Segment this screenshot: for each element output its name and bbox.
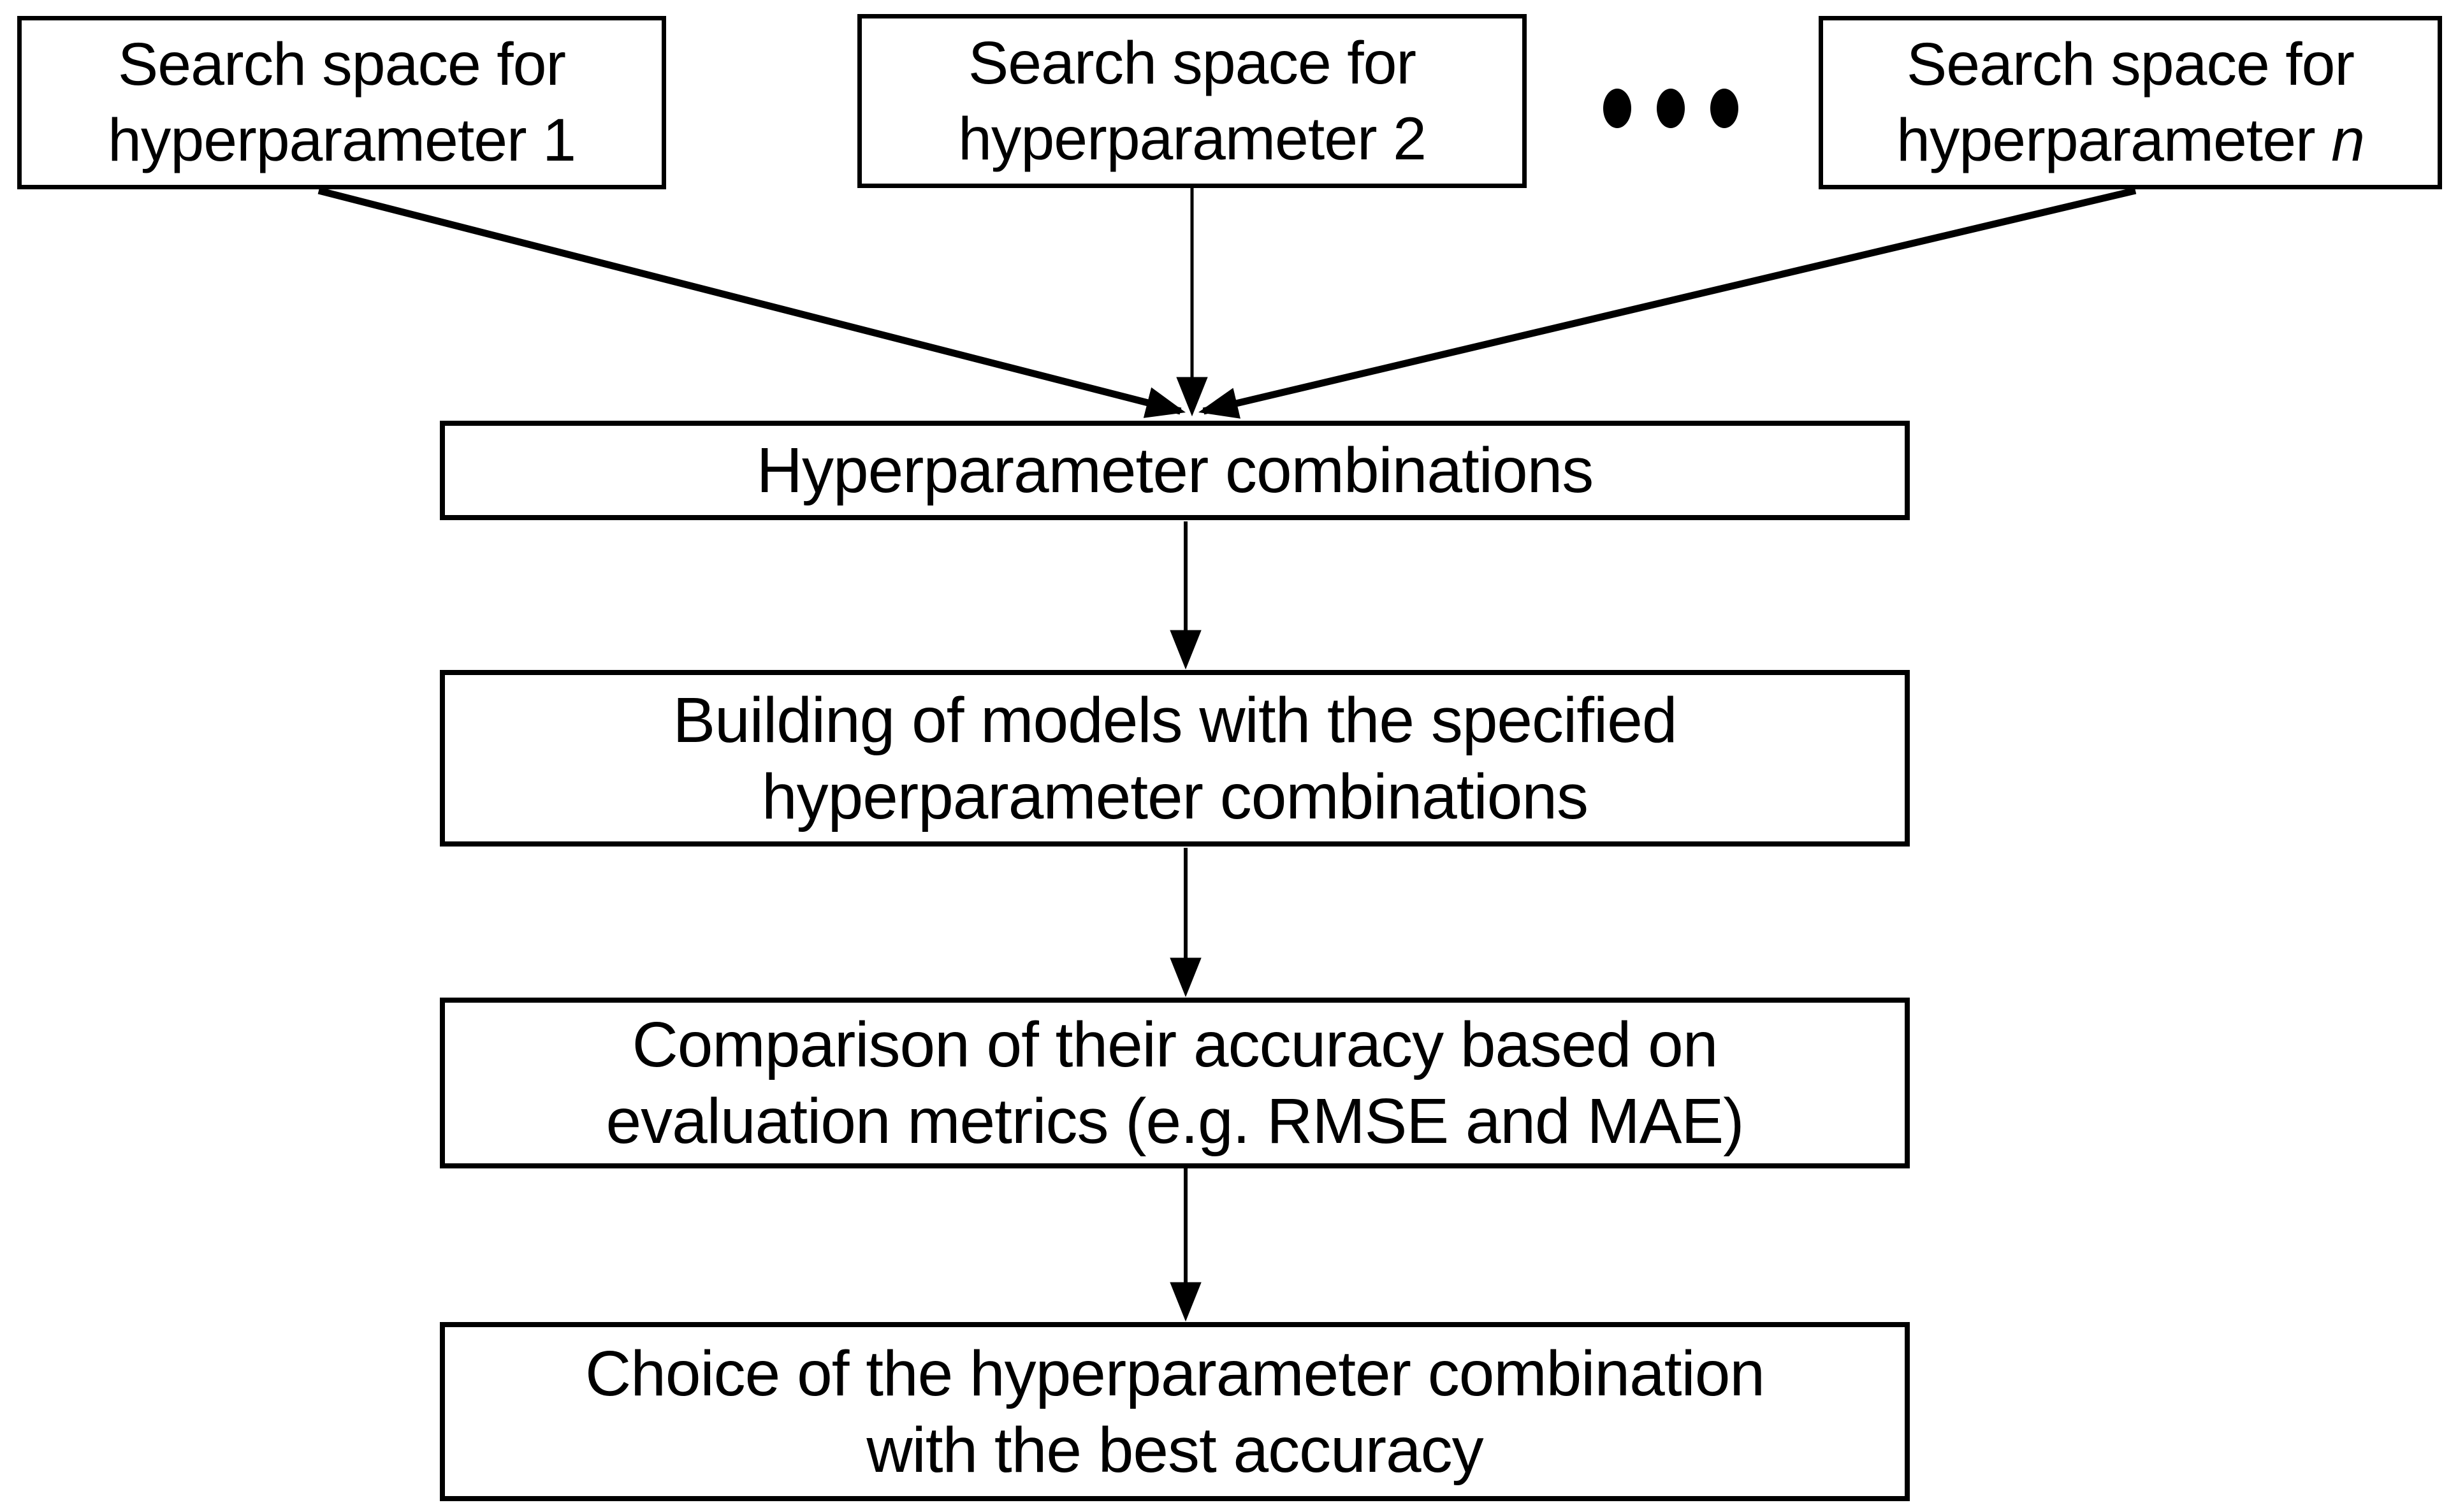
arrow-from-search-space-n [1198,187,2137,419]
italic-n-variable: n [2331,106,2365,174]
box-text-line: Hyperparameter combinations [756,435,1594,506]
box-text-line: Search space for [117,31,566,99]
box-text-line: Search space for [968,29,1416,97]
box-search-space-hyperparameter-1: Search space for hyperparameter 1 [17,16,666,189]
box-hyperparameter-combinations: Hyperparameter combinations [440,421,1910,520]
box-text-line: hyperparameter n [1896,106,2365,174]
box-comparison-of-accuracy: Comparison of their accuracy based on ev… [440,998,1910,1168]
box-text-line: Building of models with the specified [673,684,1677,756]
box-text-line: with the best accuracy [866,1414,1483,1486]
box-text-line: hyperparameter 2 [958,105,1427,173]
box-text-line: Choice of the hyperparameter combination [585,1337,1765,1409]
ellipsis-dot [1657,89,1685,128]
box-text-line: hyperparameter combinations [762,760,1589,832]
box-search-space-hyperparameter-2: Search space for hyperparameter 2 [857,14,1527,188]
box-text-line: Search space for [1906,31,2355,99]
box-search-space-hyperparameter-n: Search space for hyperparameter n [1819,16,2442,189]
ellipsis-dot [1710,89,1738,128]
ellipsis-dot [1603,89,1631,128]
box-choice-of-best-combination: Choice of the hyperparameter combination… [440,1322,1910,1501]
box-text-line: Comparison of their accuracy based on [632,1009,1719,1080]
box-text-line: evaluation metrics (e.g. RMSE and MAE) [606,1086,1745,1157]
ellipsis-icon [1603,88,1738,129]
box-text-line: hyperparameter 1 [108,106,576,174]
box-building-of-models: Building of models with the specified hy… [440,670,1910,847]
arrow-from-search-space-1 [317,187,1186,418]
